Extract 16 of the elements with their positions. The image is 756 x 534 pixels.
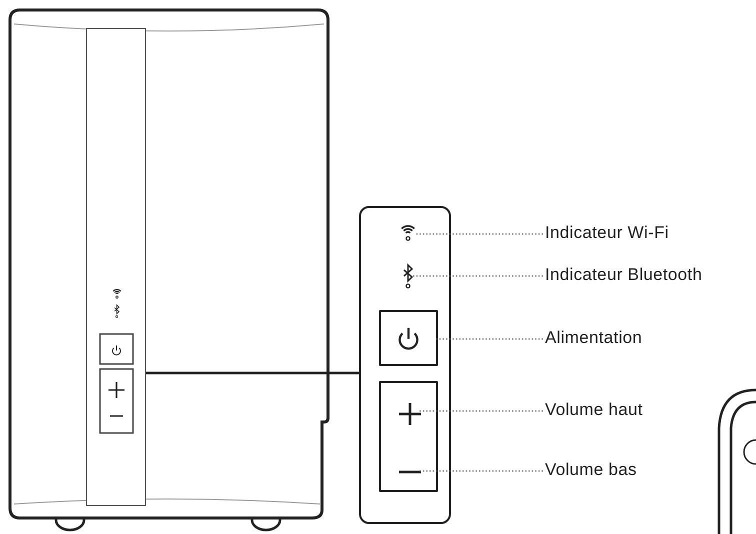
- callout-label: Indicateur Wi-Fi: [545, 223, 669, 242]
- callout-label: Alimentation: [545, 328, 642, 347]
- volume-button: [379, 381, 438, 492]
- leader-line: [418, 410, 543, 412]
- callout-label: Indicateur Bluetooth: [545, 265, 702, 284]
- callout-label: Volume haut: [545, 400, 643, 419]
- leader-line: [418, 470, 543, 472]
- leader-line: [412, 275, 543, 277]
- plus-icon: [398, 402, 422, 426]
- bluetooth-icon: [402, 264, 414, 290]
- power-button: [379, 310, 438, 366]
- leader-line: [416, 233, 543, 235]
- leader-line: [436, 338, 543, 340]
- callout-label: Volume bas: [545, 460, 637, 479]
- control-panel: [359, 206, 451, 524]
- connector-line: [146, 372, 359, 374]
